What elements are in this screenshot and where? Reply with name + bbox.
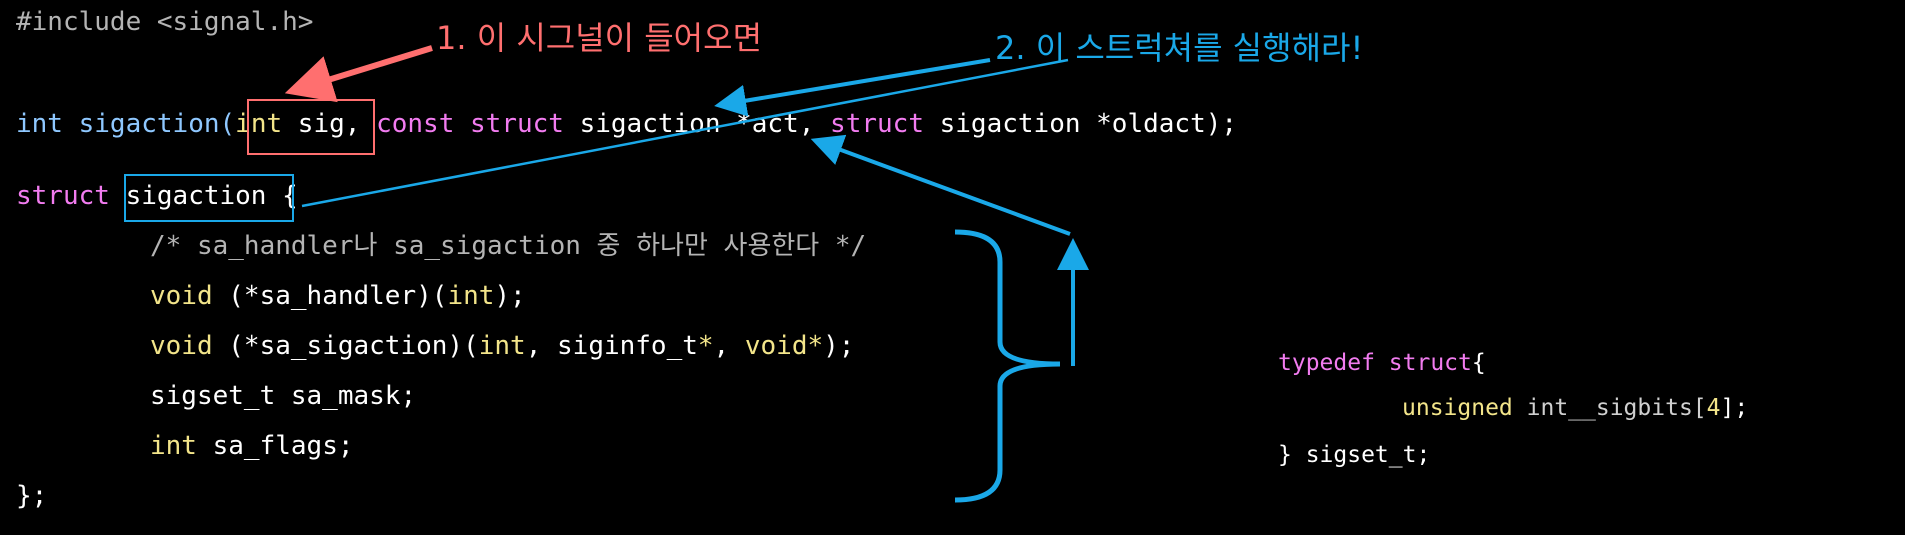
function-name: sigaction( [78, 109, 236, 139]
param-act-const: const [376, 109, 455, 139]
include-directive: #include <signal.h> [16, 7, 314, 37]
param-sig-type: int [235, 109, 283, 139]
pointer-star: * [807, 331, 824, 361]
arrow-to-act [714, 58, 991, 117]
member-text: (*sa_handler)( [212, 281, 448, 311]
struct-close: }; [16, 481, 48, 511]
int-keyword: int [478, 331, 526, 361]
param-act-struct: struct [470, 109, 564, 139]
struct-keyword: struct [1388, 350, 1472, 376]
typedef-member: unsigned int__sigbits[4]; [1402, 393, 1748, 423]
member-sa-sigaction: void (*sa_sigaction)(int, siginfo_t*, vo… [150, 330, 854, 362]
param-oldact-rest: sigaction *oldact); [923, 109, 1238, 139]
highlight-box-struct-name [124, 174, 294, 222]
struct-keyword: struct [16, 181, 110, 211]
typedef-open-brace: { [1471, 350, 1486, 376]
struct-body-brace [954, 229, 1061, 503]
member-text: sa_flags; [196, 431, 354, 461]
struct-header: struct sigaction { [16, 180, 298, 212]
array-size: 4 [1706, 395, 1721, 421]
void-keyword: void [150, 281, 213, 311]
member-text: , [713, 331, 745, 361]
void-keyword: void [150, 331, 213, 361]
pointer-star: * [697, 331, 714, 361]
struct-comment: /* sa_handler나 sa_sigaction 중 하나만 사용한다 *… [150, 231, 867, 261]
sigaction-prototype: int sigaction(int sig, const struct siga… [16, 108, 1237, 140]
member-text: ); [494, 281, 526, 311]
member-text: ); [823, 331, 855, 361]
member-text: int__sigbits[ [1512, 395, 1707, 421]
member-sa-handler: void (*sa_handler)(int); [150, 280, 526, 312]
struct-name: sigaction [125, 181, 267, 211]
int-keyword: int [447, 281, 495, 311]
member-sa-mask: sigset_t sa_mask; [150, 381, 417, 411]
member-text: (*sa_sigaction)( [212, 331, 479, 361]
member-text: , siginfo_t [525, 331, 698, 361]
arrow-brace-to-act [810, 134, 1071, 236]
member-text: ]; [1720, 395, 1749, 421]
typedef-header: typedef struct{ [1278, 348, 1486, 378]
typedef-close: } sigset_t; [1278, 442, 1431, 468]
arrow-to-sig [284, 45, 433, 103]
int-keyword: int [150, 431, 197, 461]
typedef-keyword: typedef [1278, 350, 1375, 376]
annotation-signal-arrives: 1. 이 시그널이 들어오면 [436, 19, 763, 57]
return-type: int [16, 109, 63, 139]
void-keyword: void [744, 331, 808, 361]
unsigned-keyword: unsigned [1402, 395, 1513, 421]
param-oldact-struct: struct [830, 109, 924, 139]
arrow-to-struct-name [301, 58, 1069, 208]
param-sig-name: sig, [282, 109, 361, 139]
param-act-rest: sigaction *act, [563, 109, 831, 139]
member-sa-flags: int sa_flags; [150, 430, 354, 462]
